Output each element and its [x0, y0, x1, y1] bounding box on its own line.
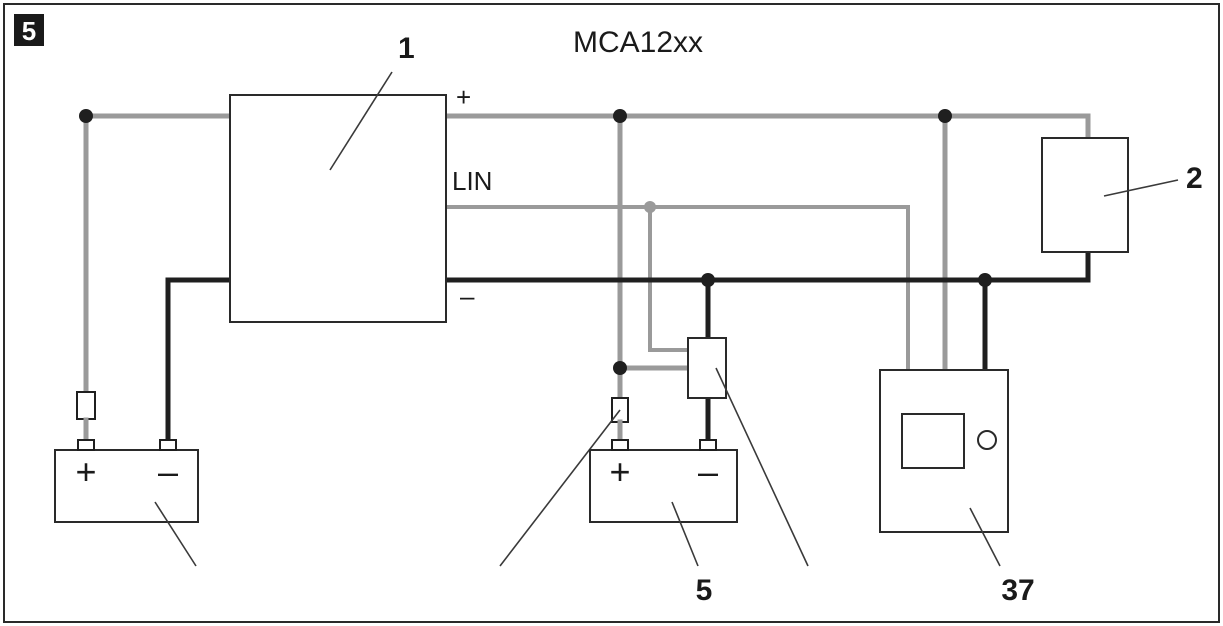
battery2-minus-sign: –	[698, 451, 718, 492]
charger-leader-line	[329, 71, 393, 171]
battery-sensor-box	[687, 337, 727, 399]
battery1-box	[54, 449, 199, 523]
battery2-box	[589, 449, 738, 523]
battery1-leader-line	[154, 501, 197, 567]
battery2-minus-terminal	[699, 439, 717, 451]
battery1-plus-terminal	[77, 439, 95, 451]
consumer-box	[1041, 137, 1129, 253]
charger-box	[229, 94, 447, 323]
junction-dot	[613, 361, 627, 375]
lin-sensor-wire	[648, 205, 690, 352]
control-panel-display	[901, 413, 965, 469]
battery1-minus-terminal	[159, 439, 177, 451]
control-panel-knob	[977, 430, 997, 450]
consumer-callout: 2	[1186, 162, 1203, 195]
junction-dot	[79, 109, 93, 123]
junction-dot	[613, 109, 627, 123]
battery1-negative-wire	[165, 277, 233, 443]
diagram-frame	[3, 3, 1220, 623]
junction-dots	[79, 109, 992, 375]
battery1-positive-wire	[83, 113, 233, 393]
control-panel-leader-line	[969, 507, 1001, 567]
control-panel-callout: 37	[1001, 574, 1034, 607]
consumer-leader-line	[1103, 179, 1179, 197]
battery1-minus-sign: –	[158, 451, 178, 492]
charger-positive-output-wire	[443, 113, 1091, 141]
model-title: MCA12xx	[573, 26, 703, 59]
charger-plus-label: +	[456, 82, 471, 112]
battery-sensor-leader-line	[715, 367, 809, 567]
battery2-plus-sign: +	[609, 451, 630, 492]
junction-dot	[701, 273, 715, 287]
charger-callout: 1	[398, 32, 415, 65]
charger-lin-label: LIN	[452, 166, 492, 196]
battery2-plus-terminal	[611, 439, 629, 451]
junction-dot	[938, 109, 952, 123]
battery2-leader-line	[671, 501, 699, 567]
battery2-callout: 5	[696, 574, 713, 607]
battery1-fuse	[76, 391, 96, 420]
battery1-plus-sign: +	[75, 451, 96, 492]
charger-minus-label: –	[460, 281, 475, 311]
lin-bus-wire	[444, 205, 910, 372]
junction-dot	[978, 273, 992, 287]
battery2-fuse-leader-line	[499, 409, 621, 567]
negative-wiring	[165, 249, 1091, 443]
junction-dot	[644, 201, 656, 213]
figure-badge-number: 5	[22, 16, 36, 46]
figure-badge: 5	[14, 14, 44, 46]
charger-negative-bus-wire	[443, 249, 1091, 283]
lin-wiring	[444, 205, 910, 372]
